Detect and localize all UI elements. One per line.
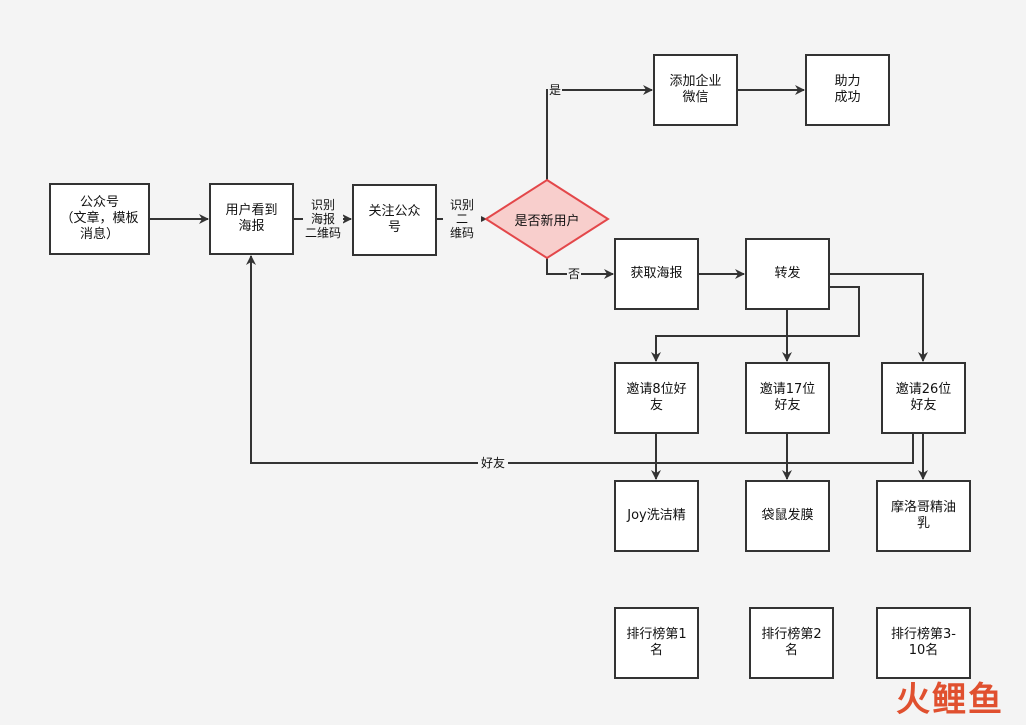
edge-no — [546, 258, 614, 279]
node-prize-mask: 袋鼠发膜 — [745, 480, 830, 552]
node-invite8: 邀请8位好 友 — [614, 362, 699, 434]
node-forward: 转发 — [745, 238, 830, 310]
node-gongzhonghao: 公众号 （文章，模板 消息） — [49, 183, 150, 255]
node-prize-oil: 摩洛哥精油 乳 — [876, 480, 971, 552]
watermark-logo: 火鲤鱼 — [896, 680, 1004, 720]
node-add-wechat: 添加企业 微信 — [653, 54, 738, 126]
node-invite17: 邀请17位 好友 — [745, 362, 830, 434]
node-rank2: 排行榜第2 名 — [749, 607, 834, 679]
node-rank3: 排行榜第3- 10名 — [876, 607, 971, 679]
decision-diamond — [484, 178, 610, 260]
node-prize-joy: Joy洗洁精 — [614, 480, 699, 552]
node-get-poster: 获取海报 — [614, 238, 699, 310]
edge-yes — [546, 85, 653, 180]
edge-forward-to-invite8 — [651, 286, 860, 362]
label-friends: 好友 — [478, 456, 508, 470]
node-see-poster: 用户看到 海报 — [209, 183, 294, 255]
decision-label: 是否新用户 — [514, 213, 580, 229]
edge-forward-to-invite26 — [829, 273, 928, 362]
node-invite26: 邀请26位 好友 — [881, 362, 966, 434]
node-rank1: 排行榜第1 名 — [614, 607, 699, 679]
label-scan-qr: 识别 二 维码 — [443, 198, 481, 240]
node-success: 助力 成功 — [805, 54, 890, 126]
label-scan-poster: 识别 海报 二维码 — [303, 198, 343, 240]
node-follow: 关注公众 号 — [352, 184, 437, 256]
label-no: 否 — [567, 267, 581, 281]
edge-friends-loop — [246, 255, 914, 464]
label-yes: 是 — [548, 83, 562, 97]
